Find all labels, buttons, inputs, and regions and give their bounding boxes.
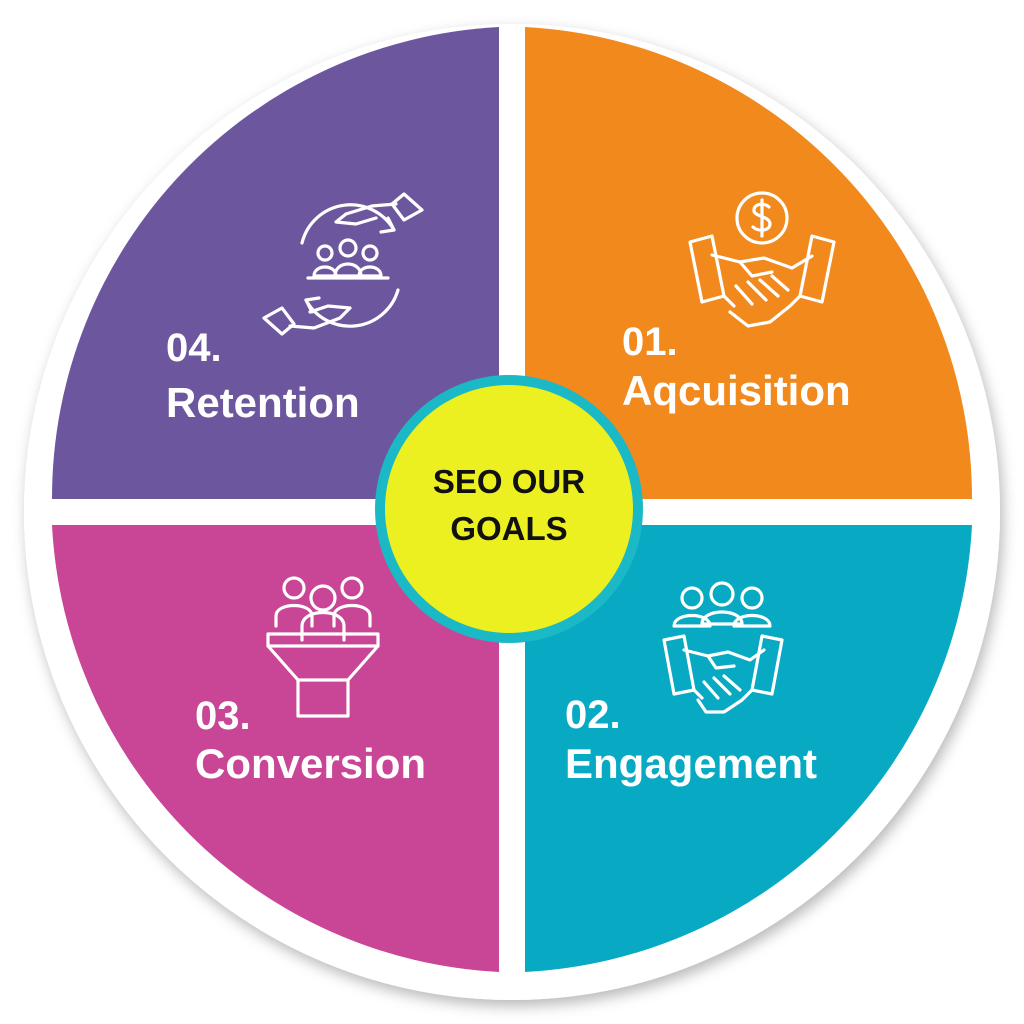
segment-number-engagement: 02. — [565, 693, 621, 737]
segment-title-conversion: Conversion — [195, 740, 426, 787]
segment-number-conversion: 03. — [195, 694, 251, 738]
segment-title-engagement: Engagement — [565, 740, 817, 787]
center-hub — [385, 385, 633, 633]
segment-number-acquisition: 01. — [622, 320, 678, 364]
segment-retention — [51, 27, 499, 499]
segment-title-acquisition: Aqcuisition — [622, 367, 851, 414]
segment-acquisition — [525, 27, 973, 499]
retention-hands-icon — [262, 192, 424, 336]
center-title-line2: GOALS — [450, 510, 567, 547]
team-handshake-icon — [662, 581, 784, 714]
segment-number-retention: 04. — [166, 326, 222, 370]
segment-title-retention: Retention — [166, 379, 360, 426]
segment-conversion — [52, 525, 499, 972]
people-funnel-icon — [266, 576, 380, 718]
handshake-dollar-icon — [688, 191, 836, 328]
center-title-line1: SEO OUR — [433, 463, 585, 500]
segment-engagement — [525, 525, 972, 972]
